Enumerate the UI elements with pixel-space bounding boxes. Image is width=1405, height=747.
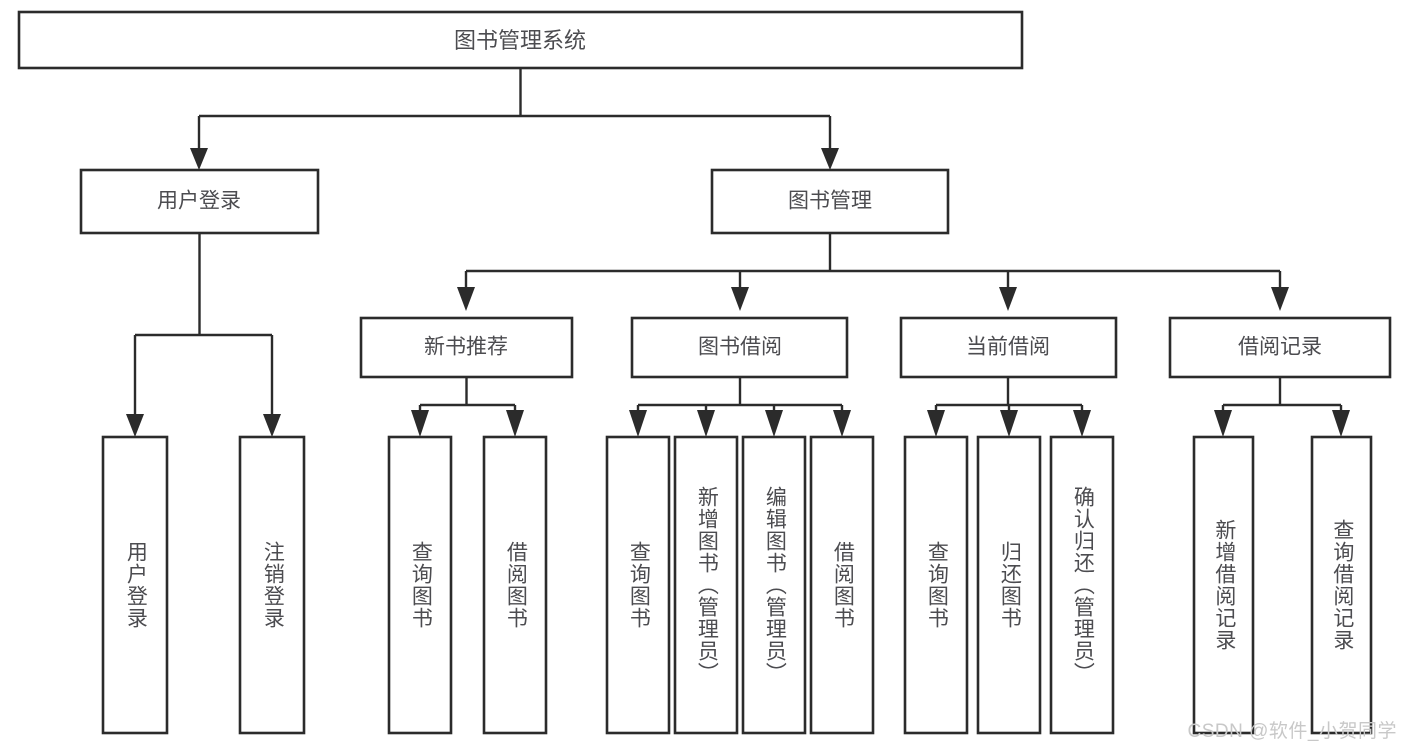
node-new-book-recommend-label: 新书推荐	[424, 336, 508, 359]
arrow-leaf-borrow-book-2	[833, 410, 851, 437]
arrow-book-borrow	[731, 287, 749, 311]
arrow-borrow-record	[1271, 287, 1289, 311]
arrow-leaf-borrow-book-1	[506, 410, 524, 437]
node-user-login[interactable]: 用户登录	[79, 168, 320, 235]
leaf-box-user-login[interactable]	[101, 435, 169, 735]
leaf-box-logout-login[interactable]	[238, 435, 306, 735]
arrow-user-login	[190, 148, 208, 170]
leaf-box-return-book[interactable]	[976, 435, 1042, 735]
node-root-label: 图书管理系统	[454, 28, 586, 53]
node-user-login-label: 用户登录	[157, 190, 241, 213]
arrow-new-book	[457, 287, 475, 311]
node-book-borrow-box[interactable]	[630, 316, 849, 379]
leaf-box-borrow-book-2[interactable]	[809, 435, 875, 735]
leaf-box-edit-book[interactable]	[741, 435, 807, 735]
node-book-manage[interactable]: 图书管理	[710, 168, 950, 235]
leaf-box-query-book-1[interactable]	[387, 435, 453, 735]
node-book-borrow-label: 图书借阅	[698, 336, 782, 359]
watermark-text: CSDN @软件_小贺同学	[1187, 721, 1397, 742]
leaf-box-query-book-2[interactable]	[605, 435, 671, 735]
arrow-current-borrow	[999, 287, 1017, 311]
arrow-leaf-return-book	[1000, 410, 1018, 437]
connector-group	[126, 68, 1350, 437]
arrow-book-manage	[821, 148, 839, 170]
node-borrow-record-label: 借阅记录	[1238, 336, 1322, 359]
node-book-borrow[interactable]: 图书借阅	[630, 316, 849, 379]
arrow-leaf-query-book-2	[629, 410, 647, 437]
node-root-box[interactable]	[17, 10, 1024, 70]
arrow-leaf-query-book-3	[927, 410, 945, 437]
node-user-login-box[interactable]	[79, 168, 320, 235]
leaf-box-query-record[interactable]	[1310, 435, 1373, 735]
arrow-leaf-edit-book	[765, 410, 783, 437]
node-borrow-record[interactable]: 借阅记录	[1168, 316, 1392, 379]
leaf-box-group	[101, 435, 1373, 735]
node-current-borrow-box[interactable]	[899, 316, 1118, 379]
arrow-leaf-add-record	[1214, 410, 1232, 437]
node-new-book-recommend-box[interactable]	[359, 316, 574, 379]
node-book-manage-box[interactable]	[710, 168, 950, 235]
arrow-leaf-query-book-1	[411, 410, 429, 437]
leaf-box-confirm-return[interactable]	[1049, 435, 1115, 735]
node-root[interactable]: 图书管理系统	[17, 10, 1024, 70]
arrow-leaf-confirm-return	[1073, 410, 1091, 437]
node-new-book-recommend[interactable]: 新书推荐	[359, 316, 574, 379]
node-current-borrow[interactable]: 当前借阅	[899, 316, 1118, 379]
node-book-manage-label: 图书管理	[788, 190, 872, 213]
arrow-leaf-logout-login	[263, 414, 281, 437]
leaf-box-query-book-3[interactable]	[903, 435, 969, 735]
node-current-borrow-label: 当前借阅	[966, 336, 1050, 359]
arrow-leaf-query-record	[1332, 410, 1350, 437]
leaf-box-borrow-book-1[interactable]	[482, 435, 548, 735]
arrow-leaf-add-book	[697, 410, 715, 437]
node-borrow-record-box[interactable]	[1168, 316, 1392, 379]
arrow-leaf-user-login	[126, 414, 144, 437]
leaf-box-add-book[interactable]	[673, 435, 739, 735]
leaf-box-add-record[interactable]	[1192, 435, 1255, 735]
